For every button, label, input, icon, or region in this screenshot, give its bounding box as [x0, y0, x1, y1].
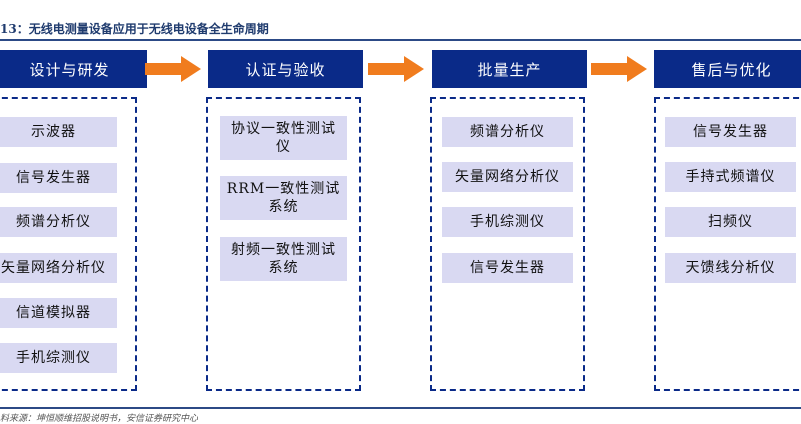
flow-arrow-icon [145, 56, 201, 82]
column-production: 频谱分析仪 矢量网络分析仪 手机综测仪 信号发生器 [430, 97, 585, 391]
list-item: 信号发生器 [0, 163, 117, 193]
flow-arrow-icon [591, 56, 647, 82]
list-item: RRM一致性测试系统 [220, 176, 347, 220]
list-item: 手机综测仪 [442, 207, 573, 237]
stage-design: 设计与研发 [0, 50, 147, 88]
bottom-rule [0, 407, 801, 409]
list-item: 协议一致性测试仪 [220, 116, 347, 160]
column-design: 示波器 信号发生器 频谱分析仪 矢量网络分析仪 信道模拟器 手机综测仪 [0, 97, 137, 391]
column-certification: 协议一致性测试仪 RRM一致性测试系统 射频一致性测试系统 [206, 97, 361, 391]
list-item: 扫频仪 [665, 207, 796, 237]
source-note: 料来源：坤恒顺维招股说明书，安信证券研究中心 [0, 414, 199, 424]
list-item: 手持式频谱仪 [665, 162, 796, 192]
list-item: 示波器 [0, 117, 117, 147]
list-item: 射频一致性测试系统 [220, 237, 347, 281]
list-item: 频谱分析仪 [0, 207, 117, 237]
figure-title: 13：无线电测量设备应用于无线电设备全生命周期 [0, 22, 269, 36]
flow-arrow-icon [368, 56, 424, 82]
stage-certification: 认证与验收 [208, 50, 363, 88]
list-item: 矢量网络分析仪 [442, 162, 573, 192]
stage-production: 批量生产 [432, 50, 587, 88]
list-item: 频谱分析仪 [442, 117, 573, 147]
list-item: 矢量网络分析仪 [0, 253, 117, 283]
column-after-sales: 信号发生器 手持式频谱仪 扫频仪 天馈线分析仪 [654, 97, 801, 391]
list-item: 信号发生器 [442, 253, 573, 283]
list-item: 信道模拟器 [0, 298, 117, 328]
list-item: 信号发生器 [665, 117, 796, 147]
list-item: 手机综测仪 [0, 343, 117, 373]
top-rule [0, 39, 801, 41]
stage-after-sales: 售后与优化 [654, 50, 801, 88]
list-item: 天馈线分析仪 [665, 253, 796, 283]
